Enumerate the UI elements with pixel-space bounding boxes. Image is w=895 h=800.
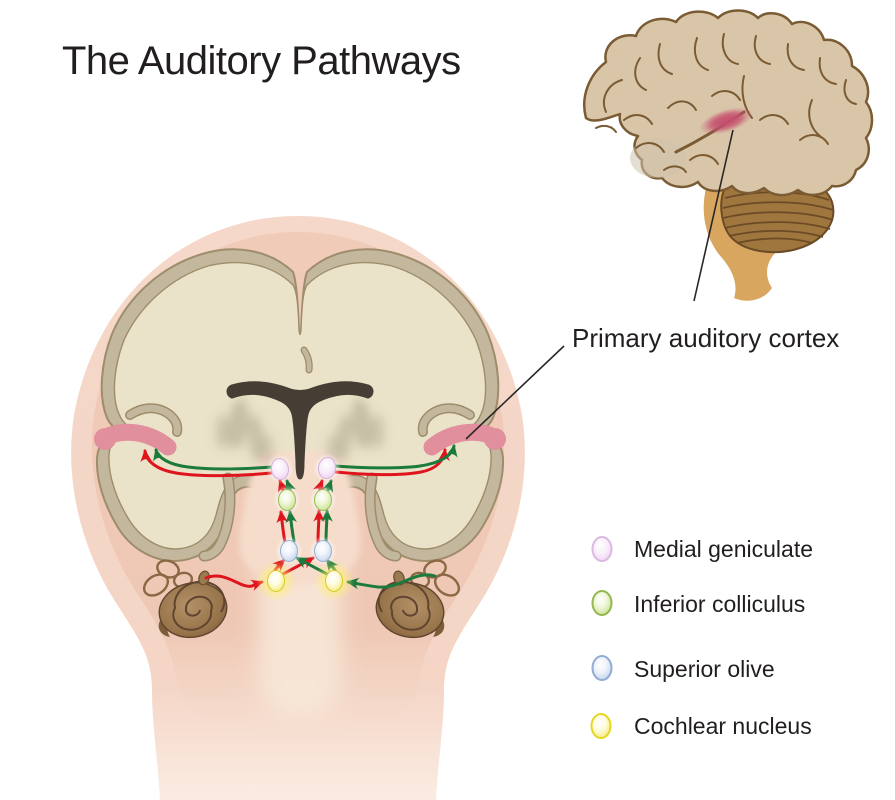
cochlea-window-knob [198, 570, 210, 586]
legend-label-inferior-colliculus: Inferior colliculus [634, 591, 805, 617]
legend-swatch-inferior-colliculus [591, 590, 613, 616]
annotation-group: Primary auditory cortex [465, 129, 839, 440]
legend-swatch-cochlear-nucleus [590, 713, 612, 739]
legend-swatch-medial-geniculate [591, 536, 613, 562]
legend-label-superior-olive: Superior olive [634, 656, 775, 682]
legend: Medial geniculate Inferior colliculus Su… [590, 536, 813, 739]
leader-line-to-slice [465, 345, 565, 440]
node-cochlear-nucleus-right [314, 561, 354, 601]
node-superior-olive-left [275, 536, 303, 566]
leader-line-to-brain [693, 129, 734, 302]
primary-auditory-cortex-label: Primary auditory cortex [572, 323, 839, 353]
slice-fold-lines [125, 346, 475, 562]
node-superior-olive-right [309, 536, 337, 566]
cerebellum-folds [722, 191, 834, 244]
cerebrum-outline [583, 9, 874, 197]
auditory-cortex-band-left [94, 423, 177, 456]
legend-item-inferior-colliculus: Inferior colliculus [591, 590, 805, 617]
ventricles-shape [226, 381, 374, 480]
node-inferior-colliculus-left [273, 485, 301, 515]
legend-item-cochlear-nucleus: Cochlear nucleus [590, 713, 812, 739]
legend-item-medial-geniculate: Medial geniculate [591, 536, 813, 562]
cochlea-left [142, 559, 228, 639]
node-cochlear-nucleus-left [256, 561, 296, 601]
legend-label-medial-geniculate: Medial geniculate [634, 536, 813, 562]
head-coronal-view [71, 216, 525, 800]
figure-title: The Auditory Pathways [62, 39, 461, 83]
auditory-cortex-band-right [423, 423, 506, 456]
legend-label-cochlear-nucleus: Cochlear nucleus [634, 713, 812, 739]
temporal-pole-shading [630, 138, 686, 178]
gyri-lines [595, 33, 857, 173]
node-medial-geniculate-left [266, 454, 294, 484]
slice-shadow-smudges [215, 398, 385, 466]
legend-item-superior-olive: Superior olive [591, 655, 775, 682]
relay-nuclei [256, 453, 354, 601]
node-medial-geniculate-right [313, 453, 341, 483]
primary-auditory-cortex-highlight [699, 107, 753, 135]
brain-lateral-view [583, 9, 874, 301]
node-inferior-colliculus-right [309, 485, 337, 515]
legend-swatch-superior-olive [591, 655, 613, 681]
